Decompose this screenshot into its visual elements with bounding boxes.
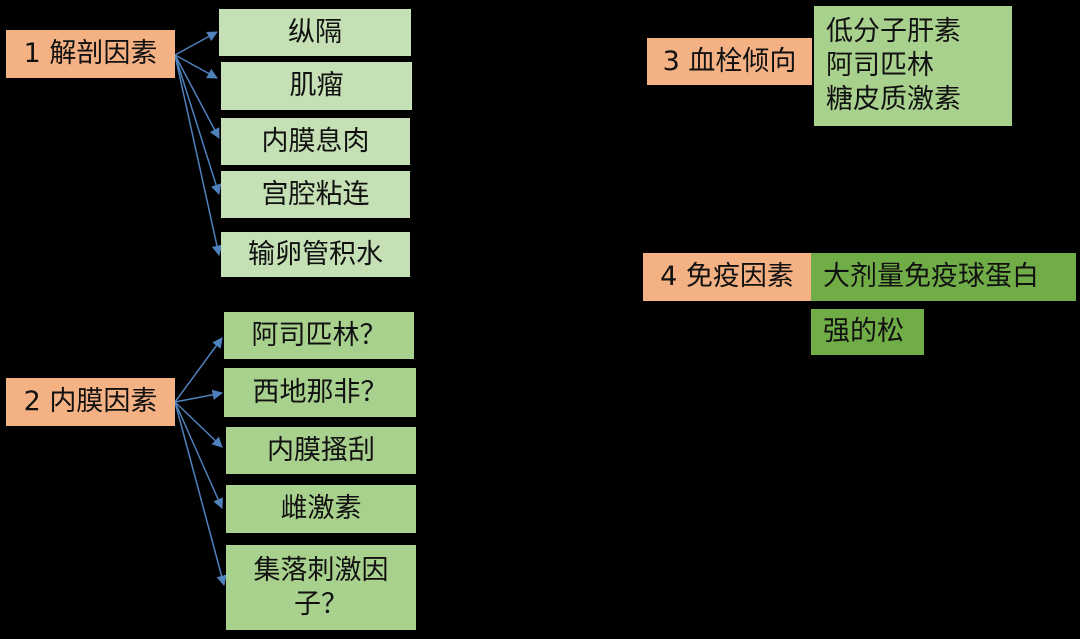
arrow-g2-2: [174, 389, 224, 403]
category-endometrial: 2 内膜因素: [6, 378, 175, 426]
arrow-g2-1: [174, 337, 223, 403]
arrow-g1-1: [174, 31, 218, 56]
item-g4-1: 大剂量免疫球蛋白: [811, 253, 1076, 301]
item-g3-1: 低分子肝素: [826, 16, 961, 48]
item-g1-3: 内膜息肉: [221, 118, 410, 165]
arrow-g1-2: [174, 54, 218, 79]
category-immune: 4 免疫因素: [643, 253, 811, 301]
item-g4-2: 强的松: [811, 309, 924, 355]
arrow-g1-3: [174, 54, 220, 139]
item-g2-1: 阿司匹林？: [224, 312, 414, 359]
arrow-g1-5: [174, 54, 223, 257]
item-g2-5: 集落刺激因子？: [226, 545, 416, 630]
arrow-g1-4: [174, 54, 222, 196]
category-anatomical: 1 解剖因素: [6, 30, 175, 78]
item-g2-4: 雌激素: [226, 485, 416, 533]
arrow-g2-3: [174, 401, 223, 448]
item-g1-4: 宫腔粘连: [221, 171, 410, 218]
item-g3-2: 阿司匹林: [826, 50, 934, 82]
item-g1-2: 肌瘤: [221, 62, 412, 110]
arrow-g2-4: [174, 401, 223, 509]
item-g2-3: 内膜搔刮: [226, 427, 416, 474]
item-g3-list: 低分子肝素 阿司匹林 糖皮质激素: [814, 6, 1012, 126]
item-g2-2: 西地那非？: [224, 368, 416, 417]
category-thrombosis: 3 血栓倾向: [647, 38, 812, 85]
item-g1-1: 纵隔: [219, 9, 411, 56]
arrow-g2-5: [174, 401, 227, 587]
item-g3-3: 糖皮质激素: [826, 83, 961, 115]
item-g1-5: 输卵管积水: [221, 232, 410, 277]
